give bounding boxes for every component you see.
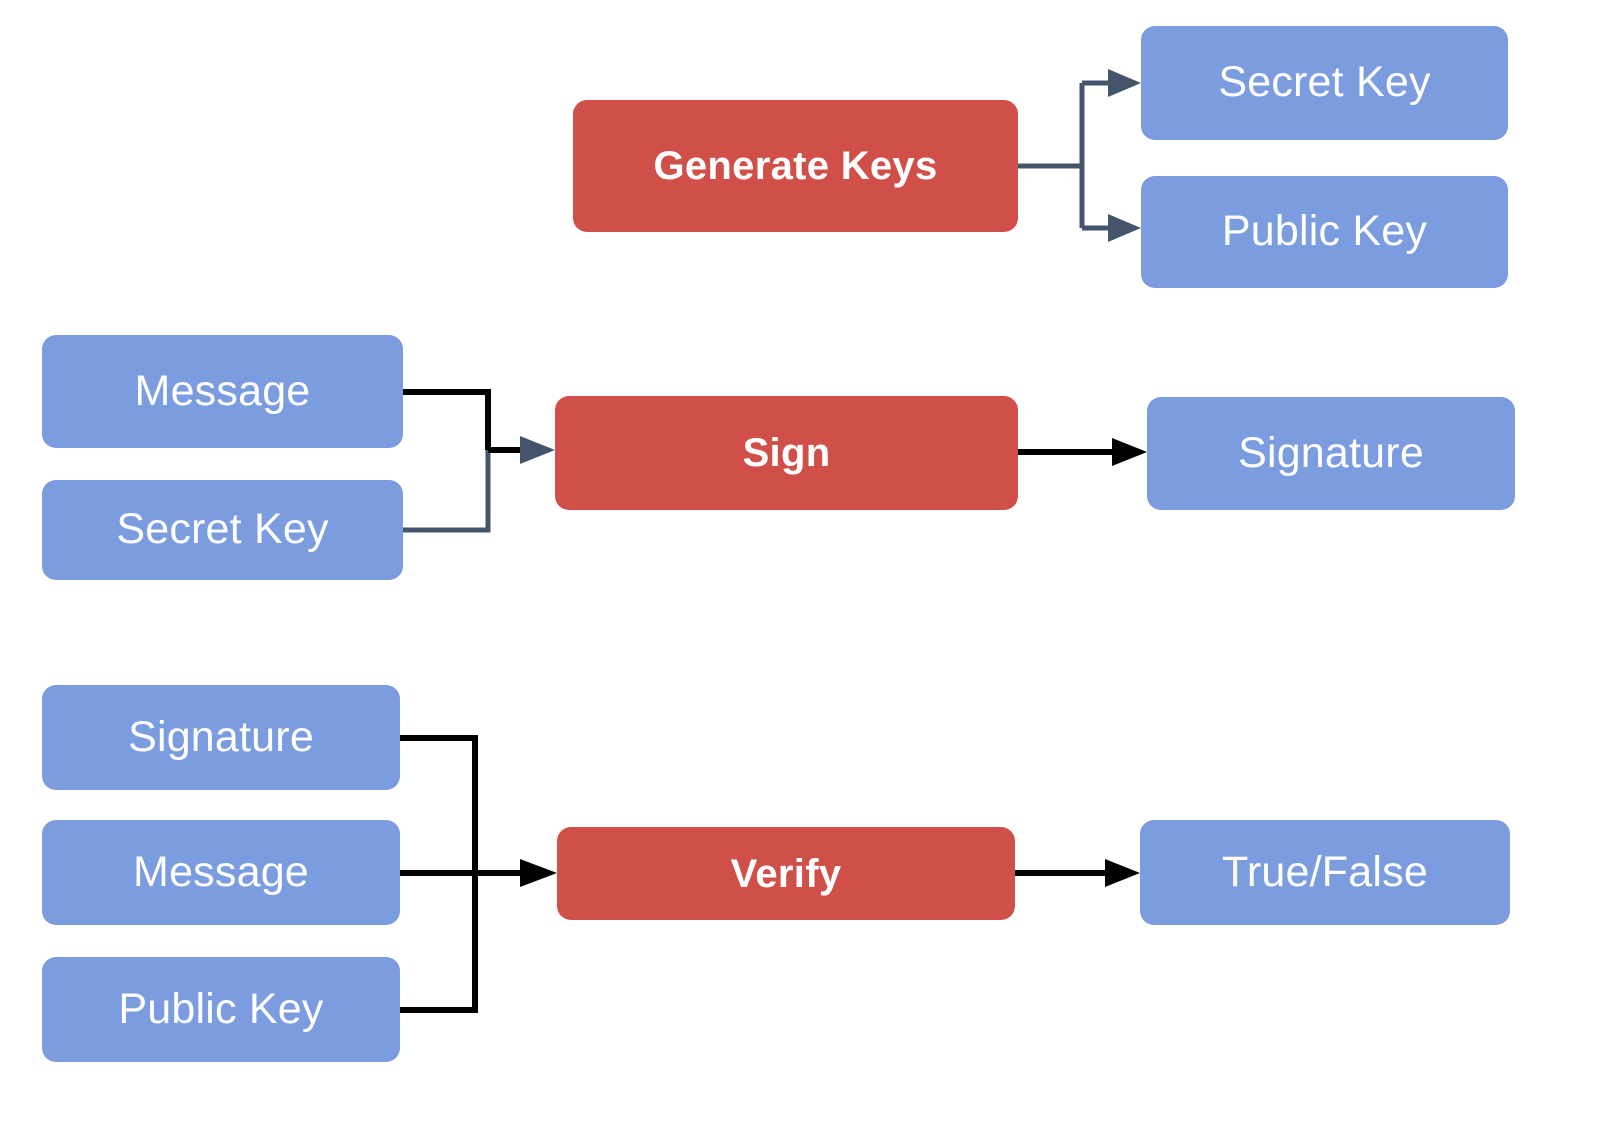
arrowhead-to-publickey — [1108, 214, 1141, 242]
arrowhead-to-result — [1105, 859, 1140, 887]
arrowhead-to-sign — [520, 436, 555, 464]
arrowhead-to-secretkey — [1108, 69, 1141, 97]
arrowhead-to-signature — [1112, 438, 1147, 466]
arrowhead-to-verify — [520, 859, 557, 887]
node-verify-output-result[interactable]: True/False — [1140, 820, 1510, 925]
node-verify[interactable]: Verify — [557, 827, 1015, 920]
node-output-public-key[interactable]: Public Key — [1141, 176, 1508, 288]
wire-message-to-sign — [403, 389, 491, 450]
node-verify-input-message[interactable]: Message — [42, 820, 400, 925]
node-sign-input-secret-key[interactable]: Secret Key — [42, 480, 403, 580]
node-sign-output-signature[interactable]: Signature — [1147, 397, 1515, 510]
wire-signature-to-verify — [400, 735, 478, 873]
node-sign-input-message[interactable]: Message — [42, 335, 403, 448]
wire-publickey-to-verify — [400, 873, 478, 1013]
wire-secretkey-to-sign — [403, 450, 491, 533]
node-sign[interactable]: Sign — [555, 396, 1018, 510]
node-output-secret-key[interactable]: Secret Key — [1141, 26, 1508, 140]
node-verify-input-public-key[interactable]: Public Key — [42, 957, 400, 1062]
node-verify-input-signature[interactable]: Signature — [42, 685, 400, 790]
node-generate-keys[interactable]: Generate Keys — [573, 100, 1018, 232]
